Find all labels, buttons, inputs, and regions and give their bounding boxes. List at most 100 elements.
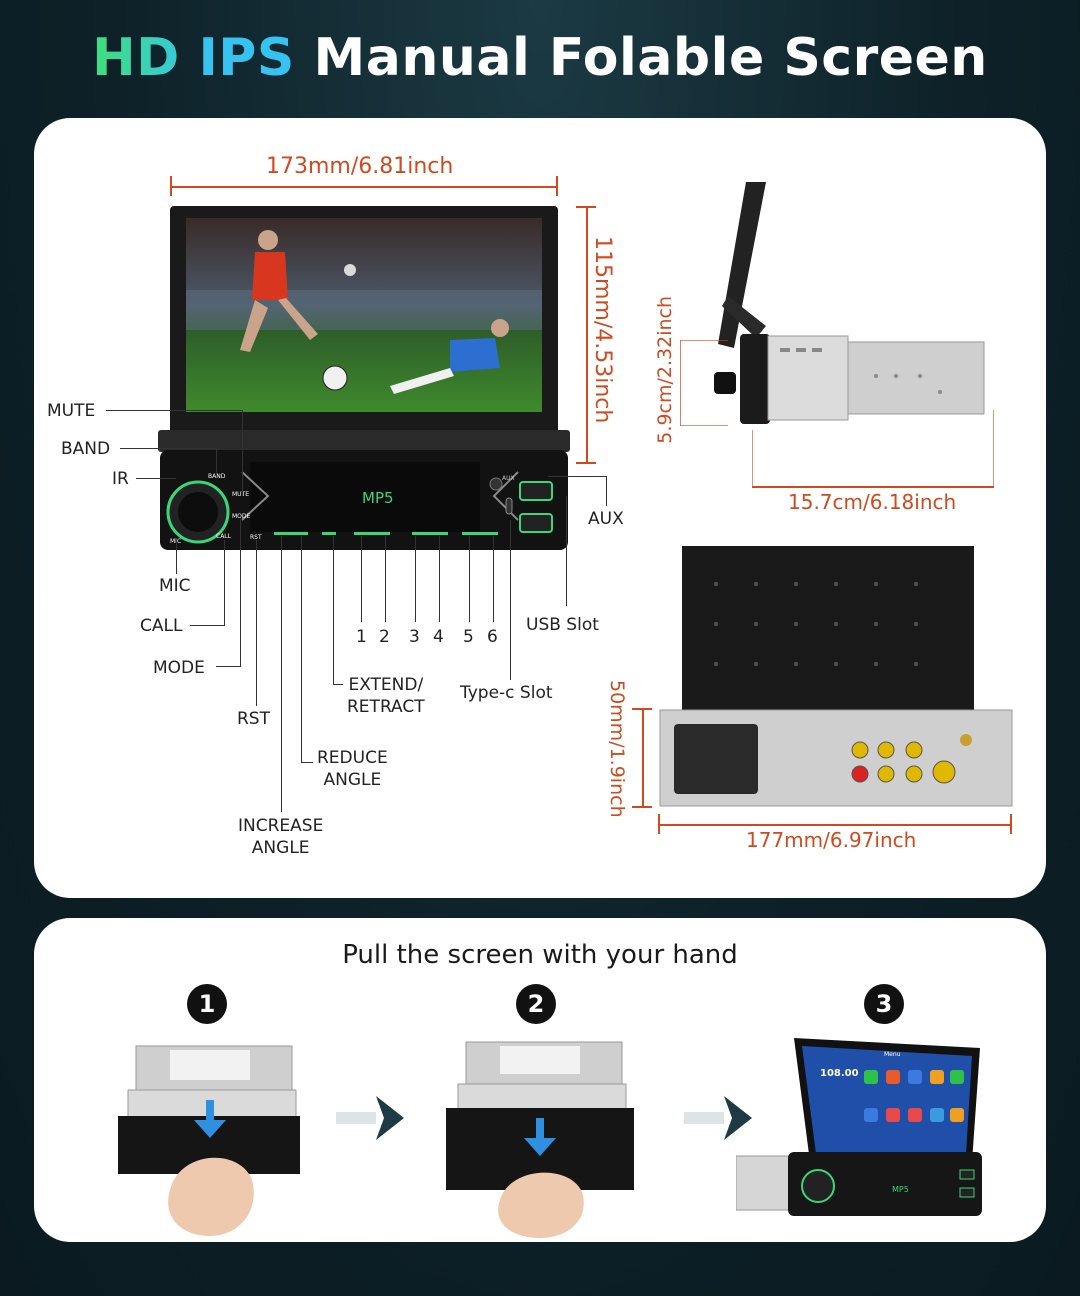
extend-leader bbox=[333, 536, 334, 684]
aux-leader bbox=[548, 476, 606, 477]
back-height-label: 50mm/1.9inch bbox=[606, 680, 628, 818]
next-arrow-icon-2 bbox=[684, 1096, 752, 1140]
back-view-illustration bbox=[659, 546, 1013, 807]
btn-mic-label: MIC bbox=[170, 538, 181, 545]
typec-leader bbox=[510, 520, 511, 680]
pull-down-arrow-icon-2 bbox=[524, 1118, 556, 1156]
call-leader bbox=[190, 625, 224, 626]
side-height-label: 5.9cm/2.32inch bbox=[654, 296, 676, 444]
preset4-leader bbox=[439, 536, 440, 622]
call-leader-v bbox=[224, 540, 225, 626]
band-leader-v bbox=[216, 448, 217, 476]
side-depth-tick-right bbox=[993, 410, 994, 488]
front-width-label: 173mm/6.81inch bbox=[266, 154, 454, 179]
pull-down-arrow-icon bbox=[194, 1100, 226, 1138]
mute-leader-v bbox=[242, 410, 243, 496]
band-leader bbox=[120, 448, 216, 449]
title-ips: IPS bbox=[198, 28, 295, 88]
rst-leader bbox=[256, 540, 257, 706]
unit-hinge bbox=[158, 430, 570, 452]
step1-illustration bbox=[118, 1045, 300, 1236]
front-width-line bbox=[170, 186, 558, 188]
title-hd: HD bbox=[92, 28, 180, 88]
front-height-line bbox=[586, 206, 588, 464]
side-depth-tick-left bbox=[752, 430, 753, 488]
callout-rst: RST bbox=[237, 709, 270, 729]
app-grid bbox=[864, 1070, 964, 1122]
side-depth-line bbox=[752, 486, 994, 488]
callout-band: BAND bbox=[61, 439, 111, 459]
next-arrow-icon-1 bbox=[336, 1096, 404, 1140]
back-height-tick-top bbox=[632, 708, 652, 710]
callout-increase-angle: INCREASE ANGLE bbox=[238, 816, 324, 858]
preset2-leader bbox=[385, 536, 386, 622]
front-height-tick-bottom bbox=[576, 462, 596, 464]
side-height-line bbox=[680, 340, 681, 426]
iso-connector bbox=[674, 724, 758, 794]
preset1-leader bbox=[361, 536, 362, 622]
side-view-illustration bbox=[714, 182, 985, 424]
aux-jack bbox=[489, 477, 503, 491]
aux-leader-v bbox=[606, 476, 607, 506]
mic-leader bbox=[176, 540, 177, 574]
front-height-tick-top bbox=[576, 206, 596, 208]
reduce-leader-h bbox=[301, 762, 313, 763]
callout-preset-4: 4 bbox=[433, 627, 444, 647]
side-height-tick-top bbox=[680, 340, 728, 341]
extend-leader-h bbox=[333, 684, 343, 685]
aux-small-label: AUX bbox=[502, 475, 515, 482]
step-badge-2: 2 bbox=[516, 984, 556, 1024]
btn-mode-label: MODE bbox=[232, 513, 251, 520]
side-depth-label: 15.7cm/6.18inch bbox=[788, 490, 957, 514]
mode-leader bbox=[216, 666, 240, 667]
reduce-leader bbox=[301, 536, 302, 762]
ir-leader bbox=[136, 478, 176, 479]
hand-icon bbox=[168, 1157, 254, 1236]
callout-preset-1: 1 bbox=[356, 627, 367, 647]
btn-call-label: CALL bbox=[216, 533, 232, 540]
preset6-leader bbox=[493, 536, 494, 622]
callout-ir: IR bbox=[112, 469, 129, 489]
usb-leader bbox=[566, 496, 567, 606]
step3-illustration: 108.00 Menu MP5 bbox=[736, 1038, 982, 1216]
back-width-tick-right bbox=[1010, 814, 1012, 834]
callout-extend-retract: EXTEND/ RETRACT bbox=[347, 675, 425, 717]
mode-leader-v bbox=[240, 520, 241, 667]
callout-aux: AUX bbox=[588, 509, 624, 529]
callout-call: CALL bbox=[140, 616, 183, 636]
step-badge-1: 1 bbox=[187, 984, 227, 1024]
page-title: HD IPS Manual Folable Screen bbox=[0, 28, 1080, 88]
front-width-tick-left bbox=[170, 176, 172, 196]
back-height-tick-bottom bbox=[632, 806, 652, 808]
step3-mp5: MP5 bbox=[892, 1185, 909, 1194]
usb-port-2 bbox=[519, 513, 553, 533]
back-width-line bbox=[658, 824, 1012, 826]
hand-icon-2 bbox=[498, 1172, 584, 1238]
typec-port bbox=[505, 497, 513, 515]
back-width-label: 177mm/6.97inch bbox=[746, 828, 917, 852]
callout-preset-3: 3 bbox=[409, 627, 420, 647]
increase-leader bbox=[281, 536, 282, 812]
callout-preset-2: 2 bbox=[379, 627, 390, 647]
front-unit-illustration: BAND MUTE MODE CALL MIC RST MP5 AUX bbox=[158, 206, 570, 550]
preset5-leader bbox=[469, 536, 470, 622]
side-height-tick-bottom bbox=[680, 425, 728, 426]
back-width-tick-left bbox=[658, 814, 660, 834]
front-width-tick-right bbox=[556, 176, 558, 196]
instructions-heading: Pull the screen with your hand bbox=[342, 940, 738, 970]
step-badge-3: 3 bbox=[864, 984, 904, 1024]
mute-leader bbox=[106, 410, 242, 411]
step3-time: 108.00 bbox=[820, 1068, 859, 1079]
back-height-line bbox=[642, 708, 644, 808]
front-height-label: 115mm/4.53inch bbox=[590, 236, 615, 424]
preset3-leader bbox=[415, 536, 416, 622]
callout-mic: MIC bbox=[159, 576, 191, 596]
callout-preset-6: 6 bbox=[487, 627, 498, 647]
callout-mode: MODE bbox=[153, 658, 205, 678]
callout-preset-5: 5 bbox=[463, 627, 474, 647]
callout-usb: USB Slot bbox=[526, 615, 599, 635]
callout-typec: Type-c Slot bbox=[460, 683, 553, 703]
title-rest: Manual Folable Screen bbox=[313, 28, 988, 88]
step3-menu: Menu bbox=[884, 1051, 901, 1058]
btn-band-label: BAND bbox=[208, 473, 226, 480]
